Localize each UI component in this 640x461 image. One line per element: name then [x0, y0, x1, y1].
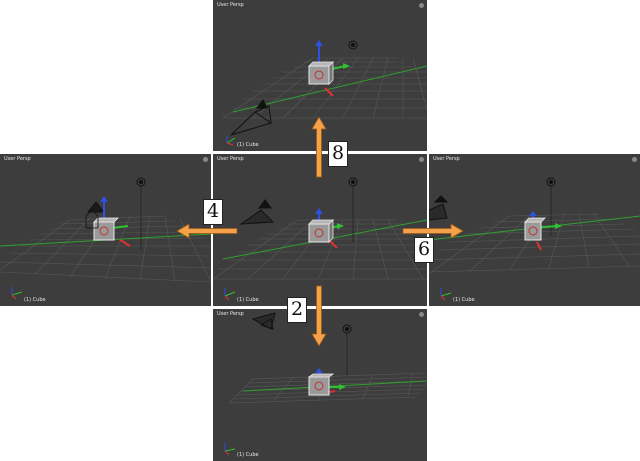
- viewport-left-label: User Persp: [4, 156, 31, 162]
- viewport-center[interactable]: User Persp (1) Cube: [213, 154, 427, 306]
- cube-icon: [307, 373, 335, 396]
- viewport-left-corner-widget[interactable]: [203, 157, 208, 162]
- viewport-right-corner-widget[interactable]: [632, 157, 637, 162]
- numpad-key-4: 4: [203, 199, 223, 225]
- lamp-icon: [348, 40, 358, 50]
- camera-icon: [251, 312, 276, 330]
- cube-icon: [308, 61, 334, 85]
- numpad-key-6: 6: [414, 237, 434, 263]
- viewport-right-object-name: (1) Cube: [453, 297, 475, 303]
- camera-icon: [86, 201, 106, 213]
- viewport-bottom-scene: [224, 312, 427, 456]
- viewport-top-object-name: (1) Cube: [237, 142, 259, 148]
- viewport-center-object-name: (1) Cube: [237, 297, 259, 303]
- arrow-up-icon: [311, 116, 327, 178]
- lamp-icon: [546, 177, 556, 187]
- viewport-bottom-label: User Persp: [217, 311, 244, 317]
- viewport-right-label: User Persp: [433, 156, 460, 162]
- lamp-icon: [348, 177, 358, 187]
- numpad-key-2: 2: [287, 297, 307, 323]
- viewport-left-scene: [0, 177, 211, 300]
- viewport-left[interactable]: User Persp (1) Cube: [0, 154, 211, 306]
- viewport-top-corner-widget[interactable]: [419, 3, 424, 8]
- camera-icon: [230, 99, 273, 136]
- viewport-center-scene: [213, 177, 427, 301]
- viewport-center-label: User Persp: [217, 156, 244, 162]
- camera-icon: [429, 195, 449, 221]
- cube-icon: [308, 219, 334, 243]
- lamp-icon: [342, 324, 352, 334]
- viewport-right[interactable]: User Persp (1) Cube: [429, 154, 640, 306]
- camera-icon: [239, 199, 275, 225]
- arrow-left-icon: [176, 223, 238, 239]
- viewport-center-corner-widget[interactable]: [419, 157, 424, 162]
- viewport-bottom-object-name: (1) Cube: [237, 452, 259, 458]
- arrow-down-icon: [311, 285, 327, 347]
- cube-icon: [524, 217, 546, 241]
- cube-icon: [85, 209, 119, 241]
- viewport-top-scene: [222, 40, 427, 146]
- viewport-left-object-name: (1) Cube: [24, 297, 46, 303]
- viewport-bottom-corner-widget[interactable]: [419, 312, 424, 317]
- viewport-right-scene: [429, 177, 640, 301]
- arrow-right-icon: [402, 223, 464, 239]
- lamp-icon: [136, 177, 146, 187]
- numpad-key-8: 8: [328, 141, 348, 167]
- viewport-top-label: User Persp: [217, 2, 244, 8]
